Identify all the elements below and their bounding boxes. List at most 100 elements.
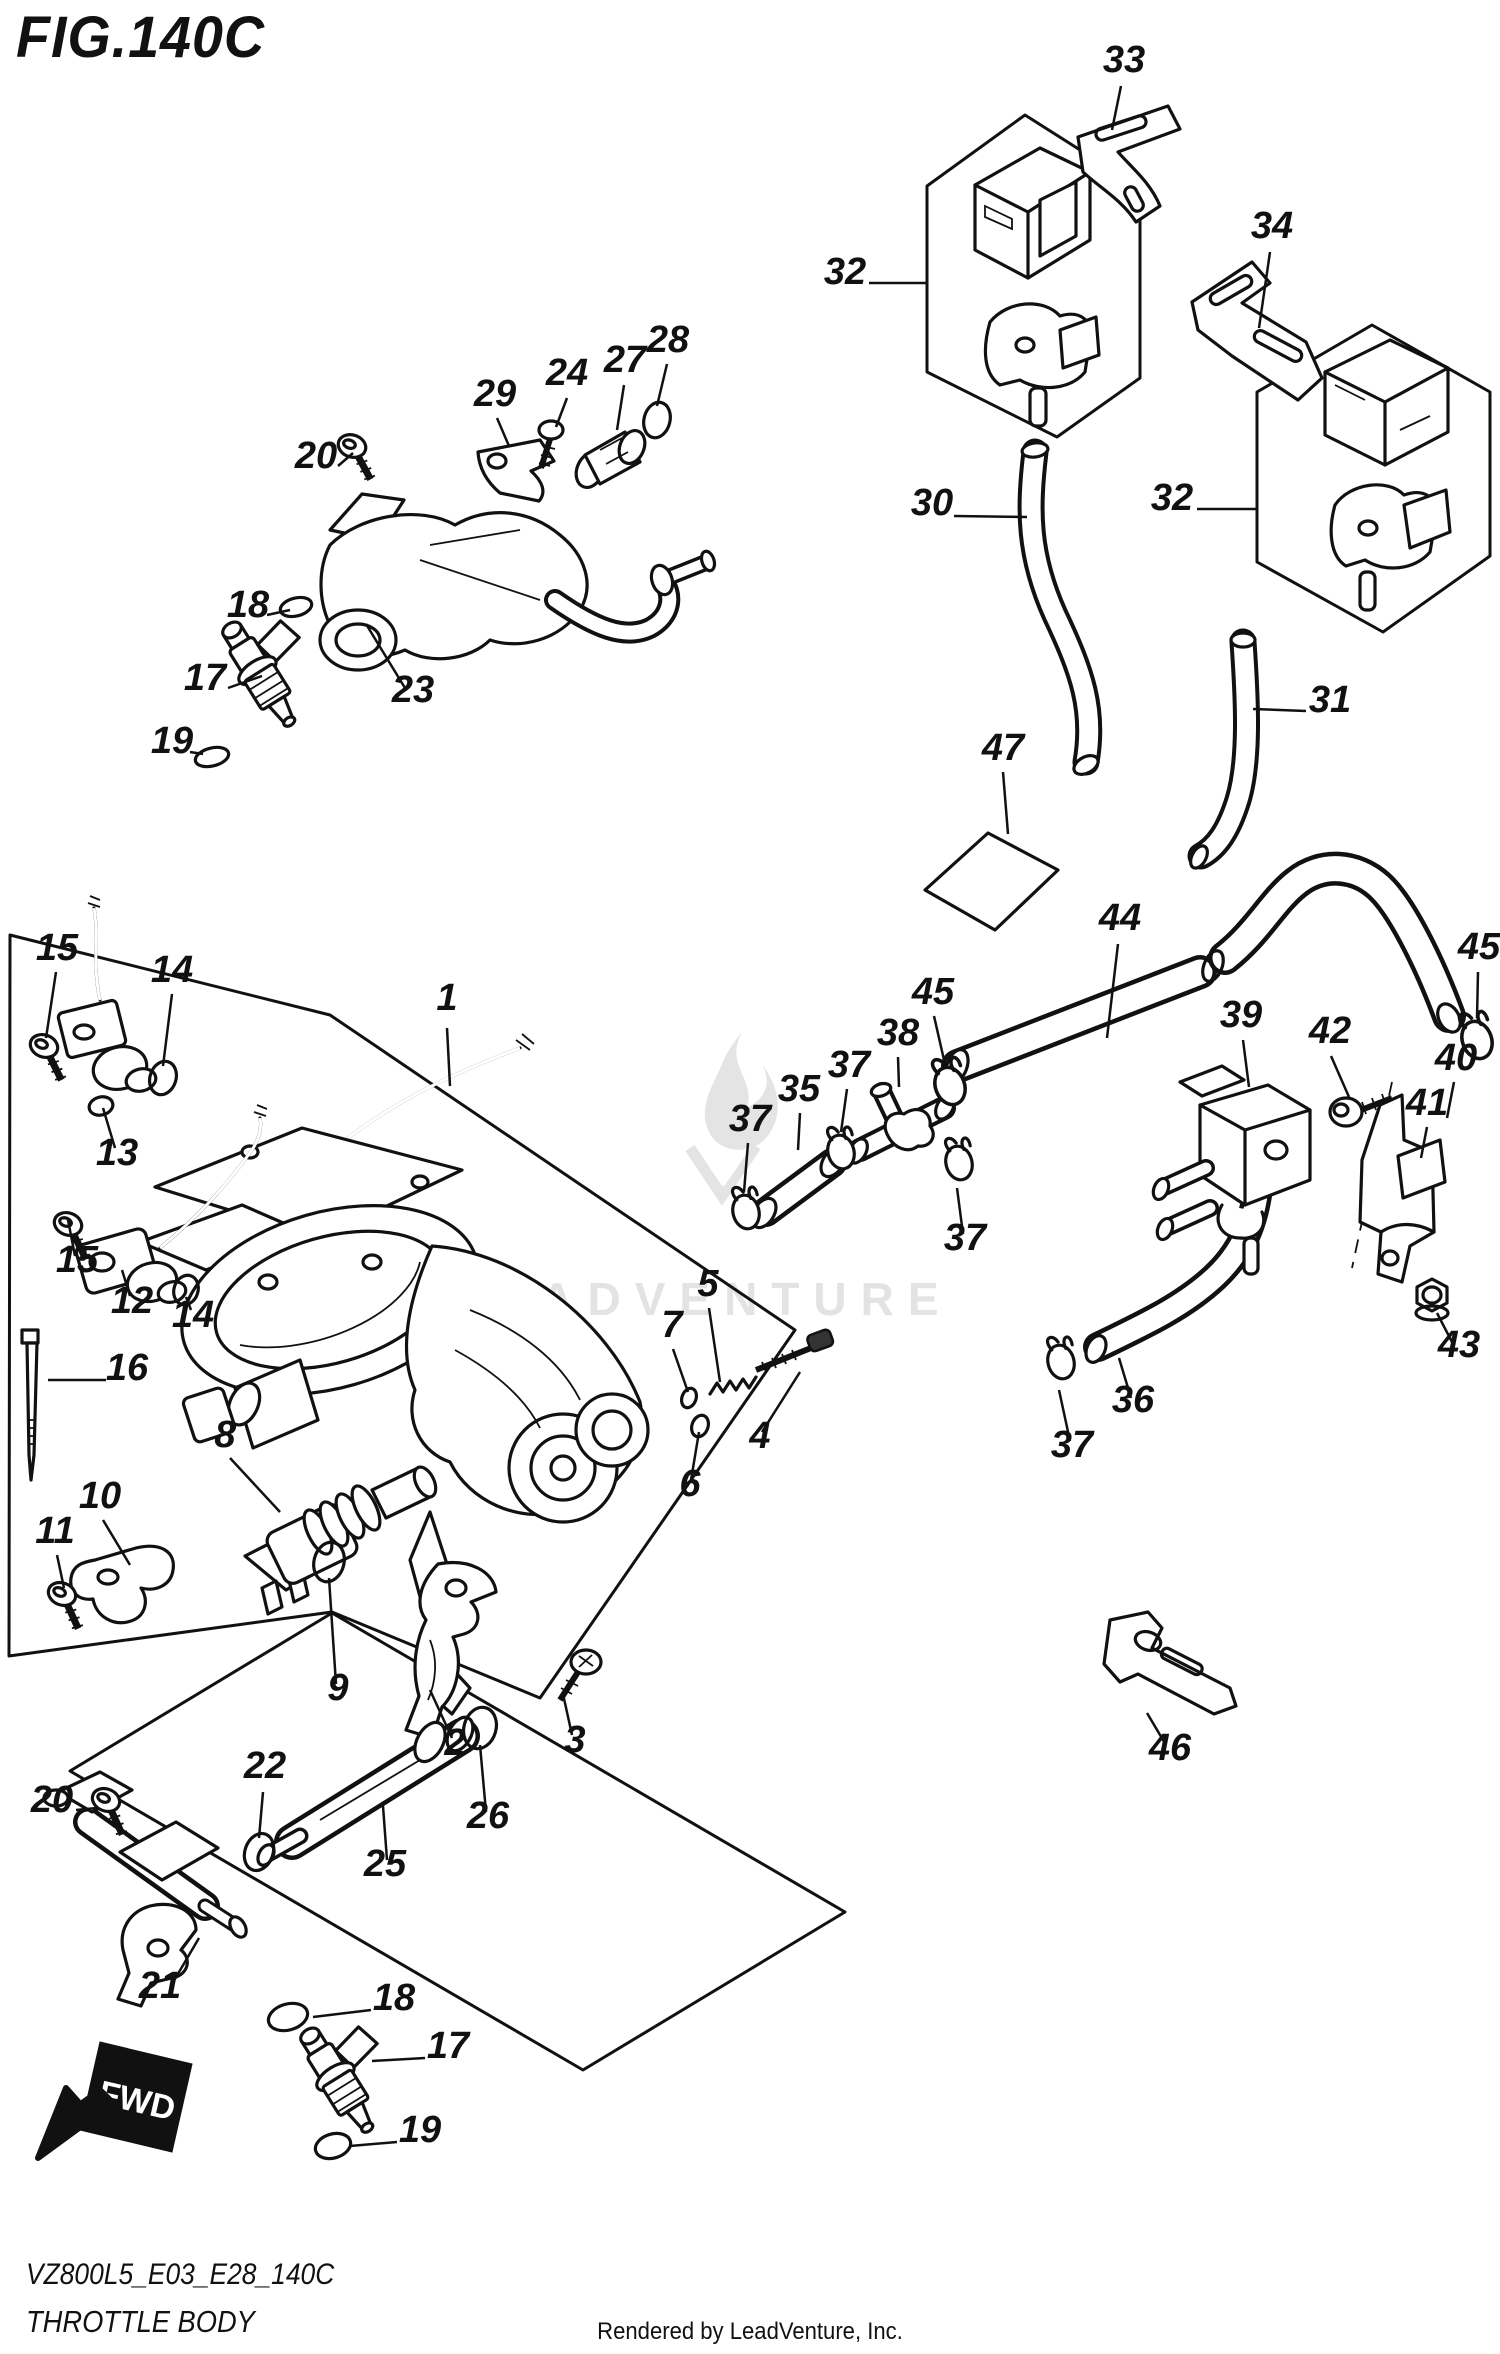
part-label-27[interactable]: 27 — [603, 339, 648, 381]
leader-line — [1001, 771, 1010, 835]
part-label-11[interactable]: 11 — [35, 1510, 74, 1552]
part-label-37d[interactable]: 37 — [1051, 1424, 1095, 1466]
part-label-18a[interactable]: 18 — [227, 584, 270, 626]
part-label-5[interactable]: 5 — [697, 1263, 719, 1305]
part-label-17a[interactable]: 17 — [184, 657, 228, 699]
part-label-24[interactable]: 24 — [545, 352, 588, 394]
part-label-44[interactable]: 44 — [1098, 897, 1141, 939]
leader-line — [189, 750, 204, 756]
part-label-14a[interactable]: 14 — [151, 949, 193, 991]
part-19a-oring — [193, 745, 231, 769]
part-label-25[interactable]: 25 — [363, 1843, 407, 1885]
part-label-40[interactable]: 40 — [1434, 1037, 1477, 1079]
part-5-spring — [708, 1375, 758, 1396]
part-label-14b[interactable]: 14 — [172, 1294, 214, 1336]
part-label-37a[interactable]: 37 — [729, 1098, 773, 1140]
part-label-6[interactable]: 6 — [679, 1463, 701, 1505]
part-25-fuel-pipe — [256, 1715, 480, 1867]
part-label-30[interactable]: 30 — [911, 482, 953, 524]
part-label-43[interactable]: 43 — [1437, 1324, 1480, 1366]
part-label-28[interactable]: 28 — [646, 319, 690, 361]
leader-line — [364, 623, 407, 689]
part-label-8[interactable]: 8 — [214, 1414, 236, 1456]
part-label-17b[interactable]: 17 — [427, 2025, 471, 2067]
part-label-45m[interactable]: 45 — [911, 971, 955, 1013]
part-label-21[interactable]: 21 — [138, 1965, 181, 2007]
assembly-boxes — [7, 113, 1492, 2072]
part-47-label-sticker — [923, 831, 1060, 932]
leader-line — [742, 1142, 750, 1193]
leader-line — [1105, 943, 1120, 1039]
part-label-13[interactable]: 13 — [96, 1132, 138, 1174]
part-label-2[interactable]: 2 — [443, 1722, 465, 1764]
leader-line — [184, 1296, 193, 1311]
footer-part-code: VZ800L5_E03_E28_140C — [26, 2258, 335, 2291]
part-label-26[interactable]: 26 — [466, 1795, 510, 1837]
part-28-oring — [642, 400, 672, 440]
part-label-37b[interactable]: 37 — [828, 1044, 872, 1086]
part-label-35[interactable]: 35 — [778, 1068, 821, 1110]
part-10-bracket — [69, 1544, 175, 1625]
part-label-29[interactable]: 29 — [473, 373, 516, 415]
part-label-3[interactable]: 3 — [564, 1719, 585, 1761]
part-label-20a[interactable]: 20 — [294, 435, 337, 477]
leader-line — [953, 514, 1028, 519]
part-label-38[interactable]: 38 — [877, 1012, 920, 1054]
leader-line — [1257, 251, 1272, 329]
part-label-16[interactable]: 16 — [106, 1347, 149, 1389]
part-label-19a[interactable]: 19 — [151, 720, 193, 762]
part-label-39[interactable]: 39 — [1220, 994, 1262, 1036]
part-label-31[interactable]: 31 — [1309, 679, 1351, 721]
leader-line — [896, 1056, 901, 1088]
part-26-oring — [461, 1705, 499, 1751]
leader-line — [161, 993, 174, 1067]
leader-line — [1145, 1712, 1168, 1746]
part-14b-oring — [172, 1273, 200, 1307]
leader-line — [955, 1187, 965, 1235]
leader-line — [55, 1554, 66, 1589]
part-20a-bolt — [330, 431, 385, 482]
part-label-12[interactable]: 12 — [111, 1280, 153, 1322]
leader-line — [1445, 1081, 1456, 1119]
part-label-34[interactable]: 34 — [1251, 205, 1293, 247]
part-label-1[interactable]: 1 — [436, 977, 457, 1019]
part-label-47[interactable]: 47 — [981, 727, 1026, 769]
part-27-joint — [574, 429, 647, 489]
leader-line — [796, 1112, 802, 1151]
part-label-32a[interactable]: 32 — [824, 251, 866, 293]
leader-line — [337, 452, 354, 467]
part-label-20b[interactable]: 20 — [30, 1779, 73, 1821]
box-throttle-body-assy — [7, 933, 797, 1700]
leader-line — [478, 1744, 488, 1813]
part-label-22[interactable]: 22 — [243, 1745, 286, 1787]
part-label-32b[interactable]: 32 — [1151, 477, 1193, 519]
leader-line — [428, 1689, 454, 1739]
box-fuel-pipe-assy — [68, 1611, 847, 2072]
leader-line — [495, 417, 511, 447]
part-18b-oring — [266, 2001, 310, 2033]
part-label-15b[interactable]: 15 — [56, 1239, 99, 1281]
part-3-screw — [557, 1648, 603, 1702]
part-label-9[interactable]: 9 — [327, 1667, 348, 1709]
part-label-15a[interactable]: 15 — [36, 927, 79, 969]
leader-line — [1419, 1126, 1429, 1159]
fwd-direction-sign: FWD — [35, 2041, 193, 2161]
part-label-37c[interactable]: 37 — [944, 1217, 988, 1259]
part-label-10[interactable]: 10 — [79, 1475, 121, 1517]
part-label-7[interactable]: 7 — [661, 1304, 684, 1346]
leader-line — [381, 1805, 389, 1861]
part-37d-clamp — [1040, 1331, 1082, 1384]
leader-line — [349, 2140, 398, 2148]
part-label-46[interactable]: 46 — [1148, 1727, 1192, 1769]
part-label-41[interactable]: 41 — [1405, 1082, 1448, 1124]
part-label-45r[interactable]: 45 — [1457, 926, 1500, 968]
part-label-19b[interactable]: 19 — [399, 2109, 441, 2151]
part-label-18b[interactable]: 18 — [373, 1977, 416, 2019]
part-label-36[interactable]: 36 — [1112, 1379, 1155, 1421]
part-label-33[interactable]: 33 — [1103, 39, 1145, 81]
part-label-4[interactable]: 4 — [748, 1415, 770, 1457]
part-label-23[interactable]: 23 — [391, 669, 434, 711]
part-label-42[interactable]: 42 — [1308, 1010, 1351, 1052]
leader-line — [707, 1307, 722, 1383]
leader-line — [1475, 971, 1480, 1019]
